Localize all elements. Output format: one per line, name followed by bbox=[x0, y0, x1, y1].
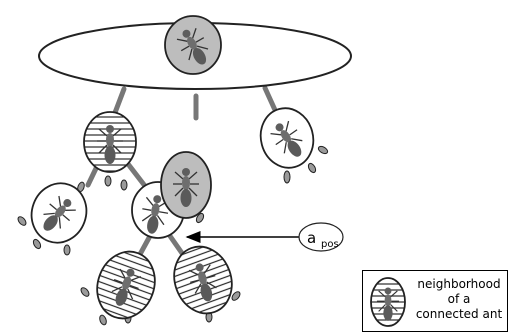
legend-line: of a bbox=[411, 292, 507, 307]
pointer-label-main: a bbox=[307, 229, 316, 247]
connected-ant-bottom-right bbox=[165, 238, 241, 321]
legend-line: connected ant bbox=[411, 307, 507, 322]
striped-neighborhood-icon bbox=[367, 275, 409, 329]
pointer-label-subscript: pos bbox=[321, 239, 339, 250]
overlapping-ant bbox=[161, 152, 211, 218]
legend-box: neighborhood of a connected ant bbox=[362, 270, 508, 332]
connected-ant-bottom-left bbox=[88, 243, 164, 326]
connected-ant-upper-left bbox=[84, 112, 136, 172]
top-ant bbox=[165, 16, 221, 74]
legend-text: neighborhood of a connected ant bbox=[411, 277, 507, 322]
legend-line: neighborhood bbox=[411, 277, 507, 292]
